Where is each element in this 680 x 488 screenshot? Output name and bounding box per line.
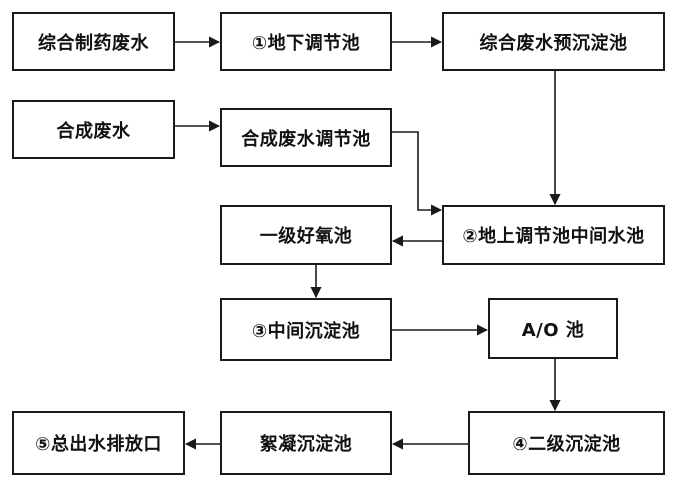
node-n9: A/O 池 bbox=[488, 298, 618, 359]
node-n4: 合成废水 bbox=[12, 100, 175, 159]
node-n5: 合成废水调节池 bbox=[220, 108, 392, 167]
node-n8: ③中间沉淀池 bbox=[220, 298, 392, 361]
node-n6: ②地上调节池中间水池 bbox=[442, 205, 665, 265]
node-n1: 综合制药废水 bbox=[12, 12, 175, 71]
node-n10: ④二级沉淀池 bbox=[468, 411, 665, 475]
arrow-n5-to-n6 bbox=[392, 131, 443, 216]
node-n2: ①地下调节池 bbox=[220, 12, 392, 71]
node-n7: 一级好氧池 bbox=[220, 205, 392, 265]
node-n3: 综合废水预沉淀池 bbox=[442, 12, 665, 71]
node-n11: 絮凝沉淀池 bbox=[220, 411, 392, 475]
node-n12: ⑤总出水排放口 bbox=[12, 411, 185, 475]
